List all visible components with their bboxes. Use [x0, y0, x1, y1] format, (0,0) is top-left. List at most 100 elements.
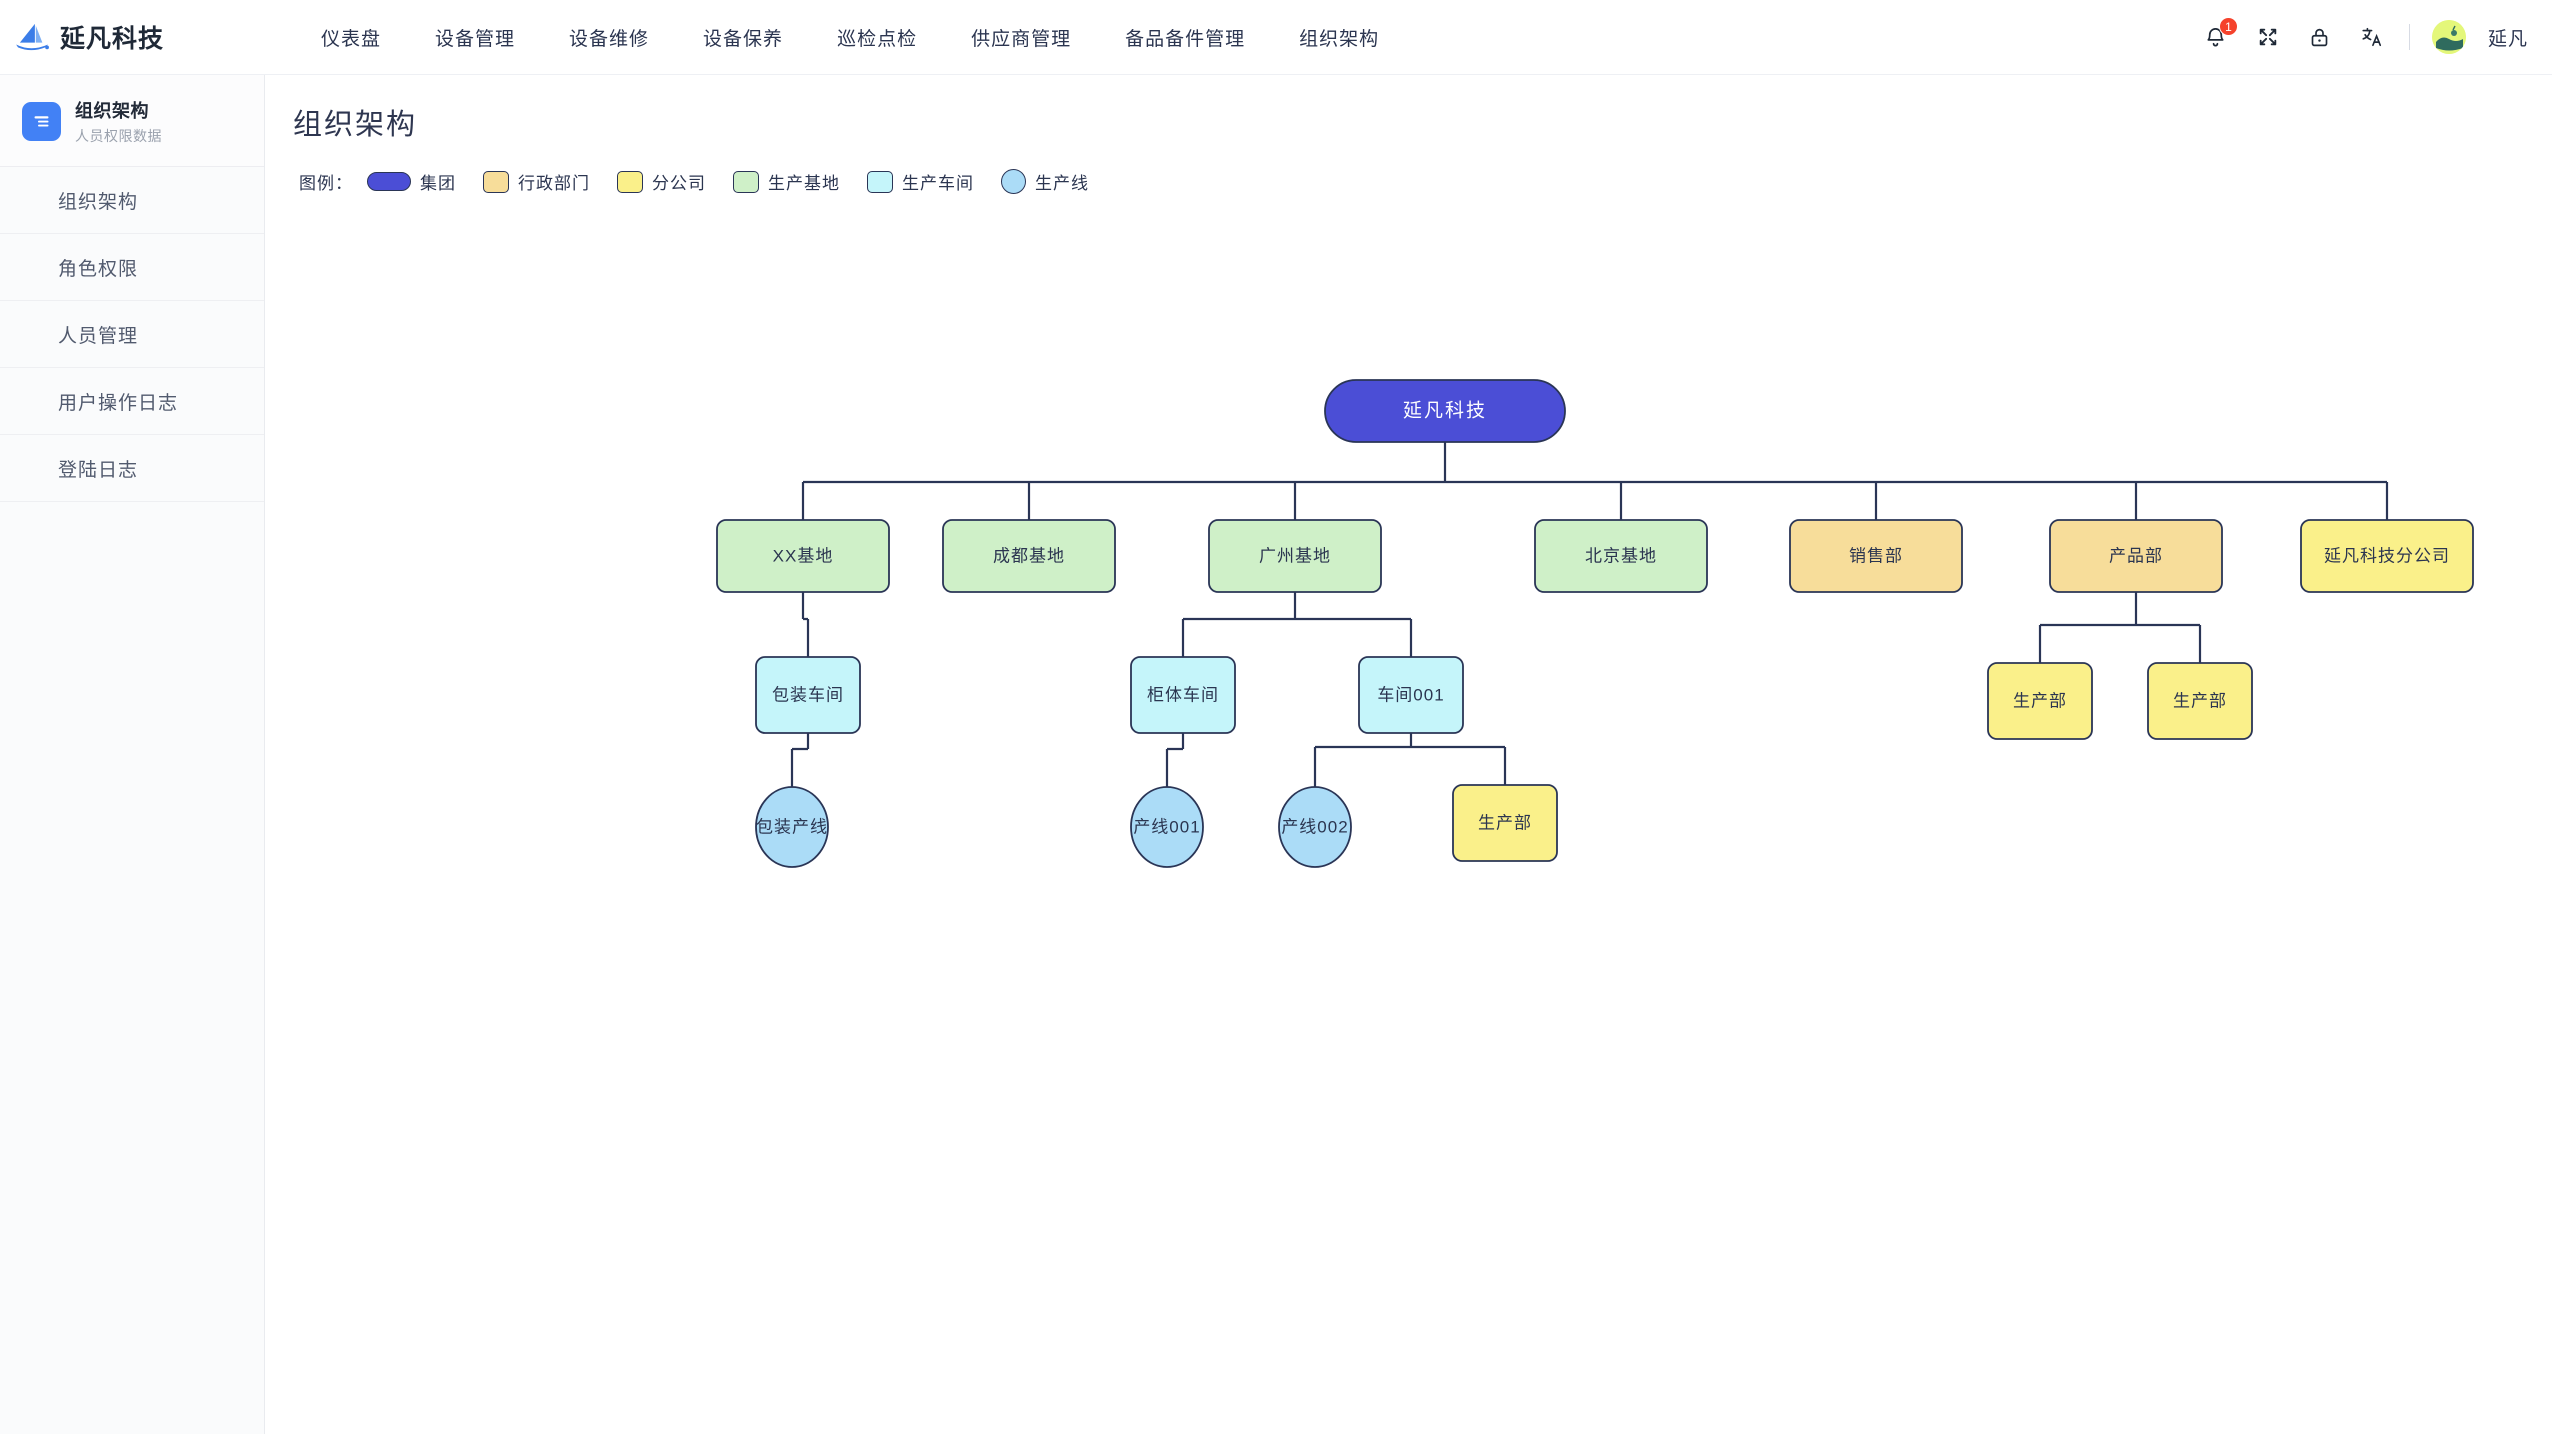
org-node-shape [1987, 662, 2093, 740]
org-node-label: 产线002 [1281, 818, 1348, 837]
org-node-n2[interactable]: 成都基地 [942, 519, 1116, 593]
bell-icon [2207, 27, 2225, 46]
org-node-label: 销售部 [1849, 547, 1903, 566]
org-chart-link [801, 592, 810, 657]
org-node-shape [1324, 379, 1566, 443]
legend-label: 图例： [299, 174, 353, 193]
org-node-n3[interactable]: 广州基地 [1208, 519, 1382, 593]
org-chart-link [790, 733, 810, 787]
org-node-shape [2147, 662, 2253, 740]
sidebar-item-user-operation-log[interactable]: 用户操作日志 [0, 368, 264, 435]
legend-item-admin-dept: 行政部门 [483, 169, 590, 194]
org-chart-container[interactable]: 延凡科技 XX基地 成都基地 广州基地 北京基地 销售部 产品部 延凡科技分公司包装车间 柜体车… [265, 265, 2552, 1165]
org-node-shape [2049, 519, 2223, 593]
sidebar-filler [0, 502, 264, 1434]
org-node-shape [716, 519, 890, 593]
org-node-label: 延凡科技分公司 [2324, 547, 2450, 566]
org-node-shape [942, 519, 1116, 593]
org-chart-link [1313, 733, 1507, 787]
org-node-shape [1534, 519, 1708, 593]
org-node-shape [1208, 519, 1382, 593]
sidebar-item-staff-management[interactable]: 人员管理 [0, 301, 264, 368]
legend-item-branch-company: 分公司 [617, 169, 706, 194]
org-node-label: 柜体车间 [1147, 686, 1219, 705]
top-right-actions: 1 [2201, 17, 2528, 54]
brand[interactable]: 延凡科技 [14, 19, 249, 55]
org-node-label: 延凡科技 [1403, 400, 1487, 422]
toolbar-divider [2408, 24, 2410, 50]
topnav-item-equipment-repair[interactable]: 设备维修 [569, 28, 650, 50]
legend-text-production-line: 生产线 [1035, 174, 1089, 193]
org-node-label: 生产部 [1478, 814, 1532, 833]
legend-swatch-production-line [1001, 169, 1026, 194]
org-node-label: 成都基地 [993, 547, 1065, 566]
sidebar-item-role-permission[interactable]: 角色权限 [0, 234, 264, 301]
body: 组织架构 人员权限数据 组织架构 角色权限 人员管理 用户操作日志 登陆日志 组… [0, 75, 2552, 1434]
page-title: 组织架构 [293, 109, 418, 141]
topnav-item-equipment-maint[interactable]: 设备保养 [703, 28, 784, 50]
legend-swatch-group [367, 172, 411, 191]
brand-name: 延凡科技 [60, 25, 165, 53]
sidebar-item-org-structure[interactable]: 组织架构 [0, 167, 264, 234]
org-node-shape [2300, 519, 2474, 593]
sidebar-subtitle: 人员权限数据 [75, 128, 162, 144]
legend-item-group: 集团 [367, 169, 456, 194]
topnav-item-spare-parts[interactable]: 备品备件管理 [1125, 28, 1246, 50]
sidebar: 组织架构 人员权限数据 组织架构 角色权限 人员管理 用户操作日志 登陆日志 [0, 75, 265, 1434]
org-node-shape [755, 656, 861, 734]
user-name[interactable]: 延凡 [2487, 28, 2528, 50]
org-node-n32[interactable]: 车间001 [1358, 656, 1464, 734]
org-node-n311[interactable]: 产线001 [1130, 786, 1204, 868]
sidebar-item-login-log[interactable]: 登陆日志 [0, 435, 264, 502]
topnav-item-org-structure[interactable]: 组织架构 [1299, 28, 1380, 50]
org-node-n6[interactable]: 产品部 [2049, 519, 2223, 593]
org-node-n11[interactable]: 包装车间 [755, 656, 861, 734]
topnav-item-dashboard[interactable]: 仪表盘 [321, 28, 382, 50]
notification-bell-button[interactable]: 1 [2201, 17, 2238, 52]
main-content: 组织架构 图例： 集团 行政部门 分公司 生产基地 [265, 75, 2552, 1434]
topnav-item-inspection[interactable]: 巡检点检 [837, 28, 918, 50]
topnav-item-equipment-mgmt[interactable]: 设备管理 [435, 28, 516, 50]
org-chart-link [801, 442, 2389, 520]
org-node-label: 产品部 [2109, 547, 2163, 566]
topnav-item-supplier-mgmt[interactable]: 供应商管理 [971, 28, 1072, 50]
notification-badge: 1 [2218, 17, 2238, 36]
org-node-label: XX基地 [773, 547, 834, 566]
translate-icon [2362, 27, 2382, 47]
org-node-n5[interactable]: 销售部 [1789, 519, 1963, 593]
top-nav-items: 仪表盘 设备管理 设备维修 设备保养 巡检点检 供应商管理 备品备件管理 组织架… [294, 14, 1406, 61]
org-node-label: 生产部 [2013, 692, 2067, 711]
org-chart-link [1165, 733, 1185, 787]
org-chart-links [790, 442, 2389, 787]
org-node-n4[interactable]: 北京基地 [1534, 519, 1708, 593]
legend-text-production-base: 生产基地 [768, 174, 840, 193]
org-node-n31[interactable]: 柜体车间 [1130, 656, 1236, 734]
org-node-n322[interactable]: 生产部 [1452, 784, 1558, 862]
legend-item-production-base: 生产基地 [733, 169, 840, 194]
org-node-shape [755, 786, 829, 868]
legend-swatch-workshop [867, 170, 893, 193]
language-button[interactable] [2357, 22, 2387, 52]
org-node-label: 包装产线 [756, 818, 828, 837]
org-node-n62[interactable]: 生产部 [2147, 662, 2253, 740]
lock-button[interactable] [2305, 22, 2335, 52]
org-chart-link [2038, 592, 2202, 663]
org-node-label: 广州基地 [1259, 547, 1331, 566]
org-node-n61[interactable]: 生产部 [1987, 662, 2093, 740]
sailboat-logo-icon [16, 23, 49, 51]
fullscreen-icon [2259, 28, 2277, 46]
org-node-label: 北京基地 [1585, 547, 1657, 566]
org-node-n111[interactable]: 包装产线 [755, 786, 829, 868]
top-navigation-bar: 延凡科技 仪表盘 设备管理 设备维修 设备保养 巡检点检 供应商管理 备品备件管… [0, 0, 2552, 75]
legend-item-workshop: 生产车间 [867, 169, 974, 194]
avatar[interactable] [2431, 20, 2466, 54]
org-node-root[interactable]: 延凡科技 [1324, 379, 1566, 443]
org-chart-link [1181, 592, 1413, 657]
org-node-n7[interactable]: 延凡科技分公司 [2300, 519, 2474, 593]
org-node-shape [1358, 656, 1464, 734]
org-node-n321[interactable]: 产线002 [1278, 786, 1352, 868]
org-node-n1[interactable]: XX基地 [716, 519, 890, 593]
fullscreen-button[interactable] [2253, 22, 2283, 52]
org-node-shape [1278, 786, 1352, 868]
